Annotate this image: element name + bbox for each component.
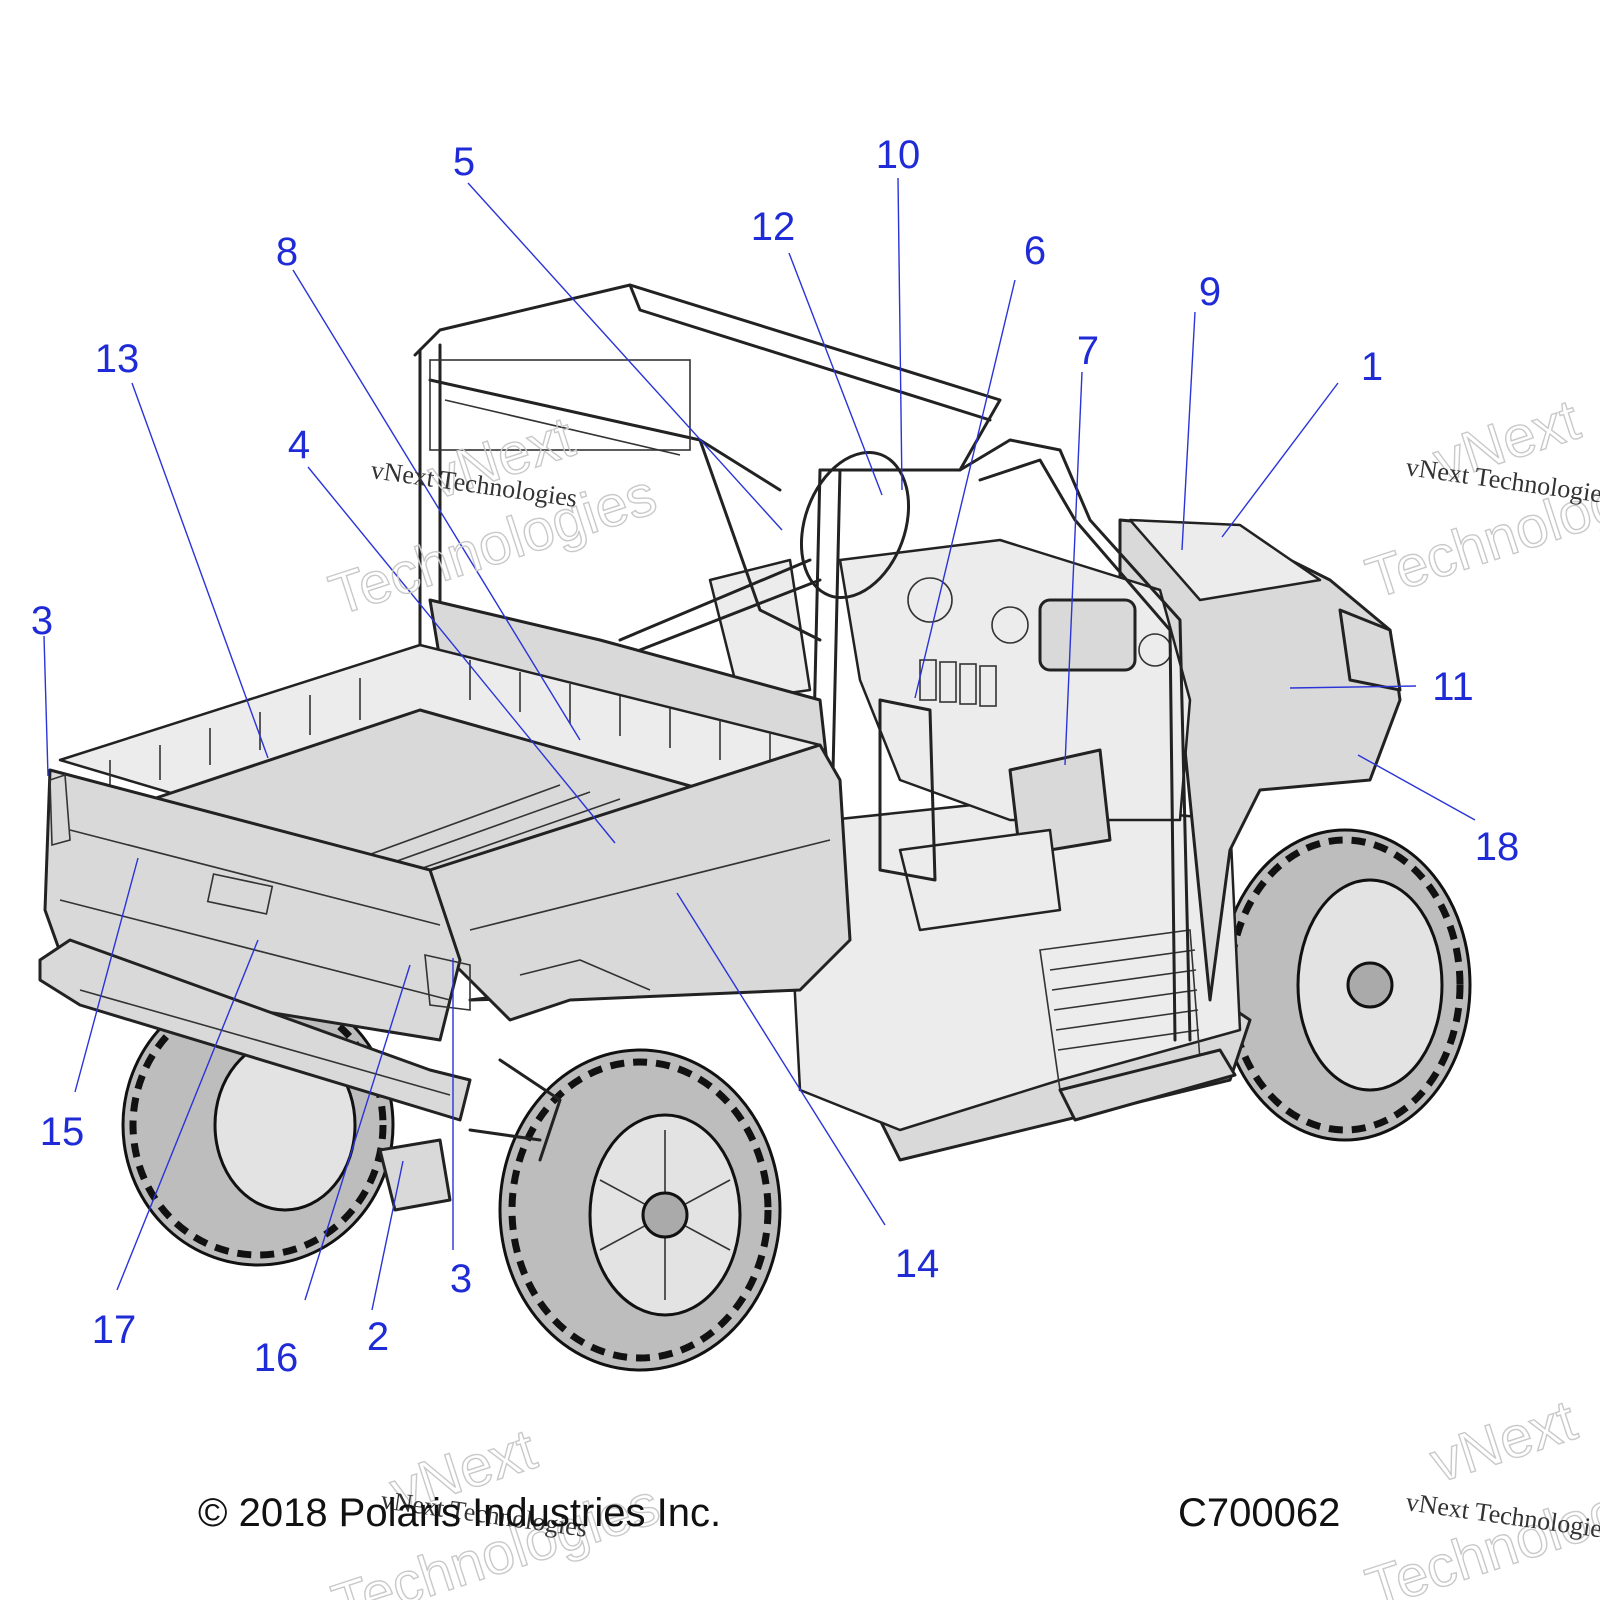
callout-1: 1 xyxy=(1361,345,1383,389)
callout-13: 13 xyxy=(95,337,140,381)
callout-16: 16 xyxy=(254,1336,299,1380)
callout-4: 4 xyxy=(288,423,310,467)
callout-18: 18 xyxy=(1475,825,1520,869)
callout-7: 7 xyxy=(1077,329,1099,373)
callout-17: 17 xyxy=(92,1308,137,1352)
rear-right-wheel xyxy=(498,1048,782,1372)
callout-3-left: 3 xyxy=(31,599,53,643)
svg-text:vNext: vNext xyxy=(1423,1388,1584,1496)
rear-bumper xyxy=(38,938,472,1122)
callout-12: 12 xyxy=(751,205,796,249)
callout-15: 15 xyxy=(40,1110,85,1154)
front-right-wheel xyxy=(1218,828,1472,1142)
callout-8: 8 xyxy=(276,230,298,274)
diagram-code: C700062 xyxy=(1178,1491,1340,1535)
steering-wheel xyxy=(799,450,911,600)
vehicle-illustration xyxy=(38,283,1472,1372)
leader-lines xyxy=(43,177,1476,1311)
callout-14: 14 xyxy=(895,1242,940,1286)
callout-6: 6 xyxy=(1024,229,1046,273)
hitch xyxy=(378,1138,452,1212)
callout-11: 11 xyxy=(1432,665,1474,709)
callouts: 1 2 3 3 4 5 6 7 8 9 10 11 12 13 14 15 16… xyxy=(31,133,1519,1380)
watermark-bottom-right: vNext Technologies xyxy=(1358,1387,1600,1600)
running-board xyxy=(1058,1048,1237,1122)
callout-2: 2 xyxy=(367,1315,389,1359)
watermark-center: vNext Technologies xyxy=(321,404,664,629)
callout-3-center: 3 xyxy=(450,1257,472,1301)
callout-5: 5 xyxy=(453,140,475,184)
copyright-text: © 2018 Polaris Industries Inc. xyxy=(198,1491,721,1535)
callout-9: 9 xyxy=(1199,270,1221,314)
callout-10: 10 xyxy=(876,133,921,177)
